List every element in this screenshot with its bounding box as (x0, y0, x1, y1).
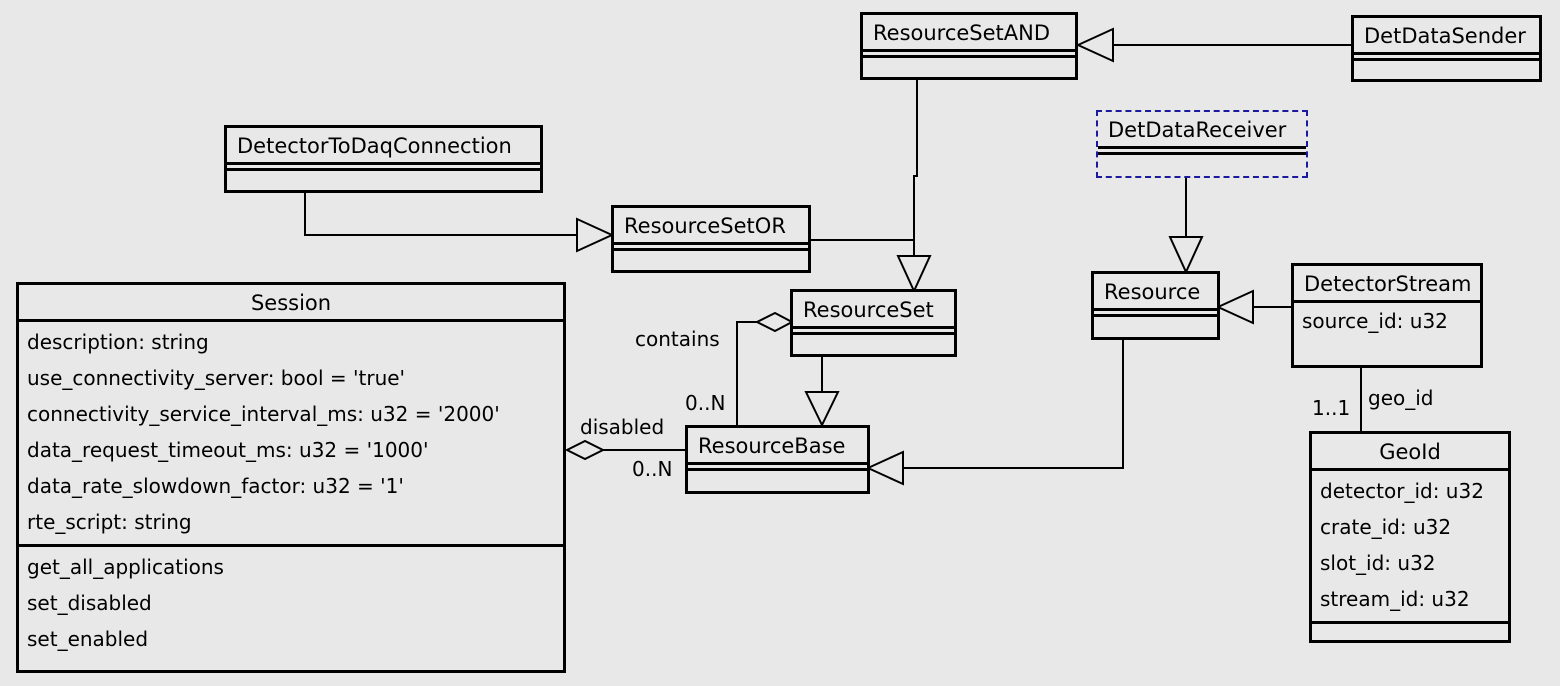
attribute-row: slot_id: u32 (1320, 551, 1436, 575)
class-name: GeoId (1379, 440, 1441, 464)
multiplicity-label-contains: 0..N (685, 391, 726, 415)
attributes-compartment: source_id: u32 (1294, 300, 1480, 343)
generalization-arrowhead (1215, 289, 1254, 325)
class-name: DetectorStream (1304, 272, 1472, 296)
role-label-contains: contains (635, 327, 720, 351)
class-detector-to-daq-connection[interactable]: DetectorToDaqConnection (224, 125, 543, 193)
class-name: ResourceSetOR (624, 214, 786, 238)
methods-compartment (793, 332, 954, 338)
generalization-arrowhead (1075, 27, 1114, 63)
class-name: ResourceSet (803, 298, 934, 322)
class-det-data-receiver[interactable]: DetDataReceiver (1096, 110, 1308, 178)
attributes-compartment (863, 49, 1075, 55)
generalization-line-detectortodaqconnection (304, 192, 577, 236)
class-name: Session (250, 291, 332, 315)
methods-compartment (863, 55, 1075, 61)
methods-compartment (1094, 314, 1217, 320)
method-row: set_enabled (27, 627, 149, 651)
generalization-line-resourcesetand (913, 80, 918, 256)
attributes-compartment (688, 462, 867, 468)
multiplicity-label-disabled: 0..N (632, 457, 673, 481)
methods-compartment (688, 468, 867, 474)
generalization-arrowhead (1168, 236, 1204, 275)
attribute-row: source_id: u32 (1302, 309, 1448, 333)
class-resource[interactable]: Resource (1091, 271, 1220, 340)
generalization-arrowhead (804, 391, 840, 428)
class-detector-stream[interactable]: DetectorStream source_id: u32 (1291, 263, 1483, 368)
class-name: DetDataSender (1364, 24, 1526, 48)
class-name: ResourceSetAND (873, 21, 1051, 45)
method-row: set_disabled (27, 591, 152, 615)
role-label-disabled: disabled (580, 415, 665, 439)
attributes-compartment (1098, 146, 1306, 152)
class-session[interactable]: Session description: string use_connecti… (16, 282, 566, 673)
aggregation-diamond (754, 311, 795, 333)
attributes-compartment (1354, 52, 1539, 58)
methods-compartment (614, 248, 808, 254)
class-resource-set-and[interactable]: ResourceSetAND (860, 12, 1078, 80)
class-name: ResourceBase (698, 434, 846, 458)
generalization-line-resource (903, 339, 1124, 469)
class-det-data-sender[interactable]: DetDataSender (1351, 15, 1542, 82)
attribute-row: rte_script: string (27, 510, 192, 534)
class-name: DetectorToDaqConnection (237, 134, 512, 158)
generalization-arrowhead (576, 217, 615, 253)
attributes-compartment: description: string use_connectivity_ser… (19, 319, 563, 544)
class-name: Resource (1104, 280, 1201, 304)
attribute-row: use_connectivity_server: bool = 'true' (27, 366, 406, 390)
attribute-row: detector_id: u32 (1320, 479, 1484, 503)
class-resource-set[interactable]: ResourceSet (790, 289, 957, 357)
attributes-compartment: detector_id: u32 crate_id: u32 slot_id: … (1312, 468, 1508, 621)
attribute-row: stream_id: u32 (1320, 587, 1470, 611)
methods-compartment (1312, 621, 1508, 627)
attributes-compartment (614, 242, 808, 248)
class-name: DetDataReceiver (1108, 118, 1287, 142)
aggregation-line-contains (736, 321, 757, 427)
methods-compartment (227, 168, 540, 174)
class-geo-id[interactable]: GeoId detector_id: u32 crate_id: u32 slo… (1309, 431, 1511, 643)
attributes-compartment (227, 162, 540, 168)
generalization-arrowhead (865, 450, 904, 486)
generalization-arrowhead (896, 255, 932, 294)
attribute-row: data_rate_slowdown_factor: u32 = '1' (27, 474, 404, 498)
methods-compartment (1098, 152, 1306, 158)
attribute-row: data_request_timeout_ms: u32 = '1000' (27, 438, 429, 462)
multiplicity-label-geo-id: 1..1 (1312, 396, 1351, 420)
attribute-row: connectivity_service_interval_ms: u32 = … (27, 402, 500, 426)
class-resource-base[interactable]: ResourceBase (685, 425, 870, 494)
aggregation-diamond (564, 439, 606, 461)
method-row: get_all_applications (27, 555, 224, 579)
methods-compartment: get_all_applications set_disabled set_en… (19, 544, 563, 661)
attribute-row: crate_id: u32 (1320, 515, 1452, 539)
methods-compartment (1354, 58, 1539, 64)
role-label-geo-id: geo_id (1368, 386, 1434, 410)
attributes-compartment (1094, 308, 1217, 314)
attributes-compartment (793, 326, 954, 332)
class-resource-set-or[interactable]: ResourceSetOR (611, 205, 811, 273)
attribute-row: description: string (27, 330, 209, 354)
